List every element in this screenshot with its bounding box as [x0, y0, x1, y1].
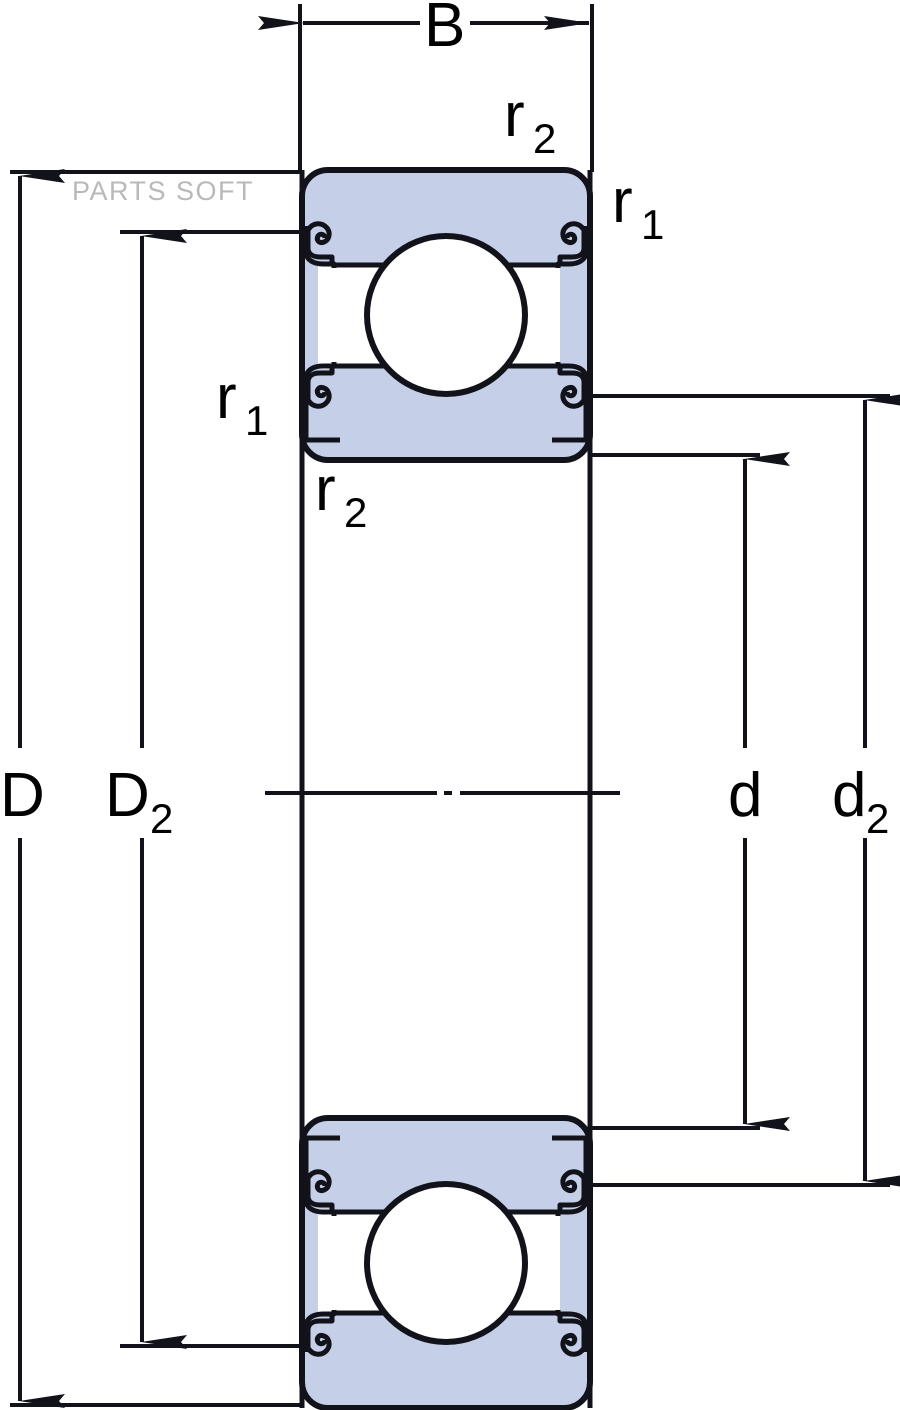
- label-r2-top-base: r: [504, 81, 525, 150]
- top-right-seal-body-lower: [555, 362, 589, 404]
- label-r2-left-sub: 2: [344, 489, 367, 536]
- dimension-d: D: [0, 169, 65, 1408]
- label-r1-left-sub: 1: [245, 397, 268, 444]
- label-r1-right-base: r: [612, 167, 633, 236]
- label-r1-left-base: r: [216, 363, 237, 432]
- watermark-label: PARTS SOFT: [72, 176, 254, 206]
- bottom-left-land-fill: [318, 1209, 332, 1316]
- dimension-b: B: [258, 0, 594, 172]
- dimension-b-label: B: [424, 0, 465, 60]
- dimension-bore-d: d: [728, 452, 790, 1131]
- label-r2-left: r 2: [315, 455, 367, 536]
- dimension-d-label: D: [0, 761, 45, 830]
- label-r1-right: r 1: [612, 167, 664, 248]
- label-r1-right-sub: 1: [641, 201, 664, 248]
- dimension-bore-d2-label-base: d: [832, 761, 866, 830]
- dimension-d2-label-base: D: [105, 761, 150, 830]
- bottom-right-seal-body-lower: [555, 1174, 589, 1216]
- dimension-bore-d-label: d: [728, 761, 762, 830]
- top-ball: [364, 233, 528, 397]
- dimension-bore-d2-label-sub: 2: [866, 795, 889, 842]
- dimension-d2-label-sub: 2: [150, 795, 173, 842]
- bottom-right-shoulder: [552, 1135, 589, 1174]
- label-r2-left-base: r: [315, 455, 336, 524]
- bearing-bottom-section: [299, 1115, 593, 1410]
- label-r2-top-sub: 2: [533, 115, 556, 162]
- bottom-ball: [364, 1181, 528, 1345]
- bottom-left-seal-body: [303, 1310, 337, 1352]
- top-right-shoulder: [552, 404, 589, 443]
- bearing-top-section: [299, 167, 593, 463]
- bottom-left-shoulder: [303, 1135, 340, 1174]
- top-left-land-fill: [318, 262, 332, 369]
- dimension-d2: D 2: [105, 229, 187, 1349]
- label-r1-left: r 1: [216, 363, 268, 444]
- top-left-seal-body: [303, 226, 337, 268]
- top-left-seal-body-lower: [303, 362, 337, 404]
- right-witness-lines: [592, 394, 890, 1187]
- dimension-bore-d2: d 2: [832, 393, 900, 1188]
- top-left-shoulder: [303, 404, 340, 443]
- bottom-right-seal-body: [555, 1310, 589, 1352]
- bottom-left-seal-body-lower: [303, 1174, 337, 1216]
- label-r2-top: r 2: [504, 81, 556, 162]
- left-witness-lines: [10, 170, 300, 1407]
- top-right-seal-body: [555, 226, 589, 268]
